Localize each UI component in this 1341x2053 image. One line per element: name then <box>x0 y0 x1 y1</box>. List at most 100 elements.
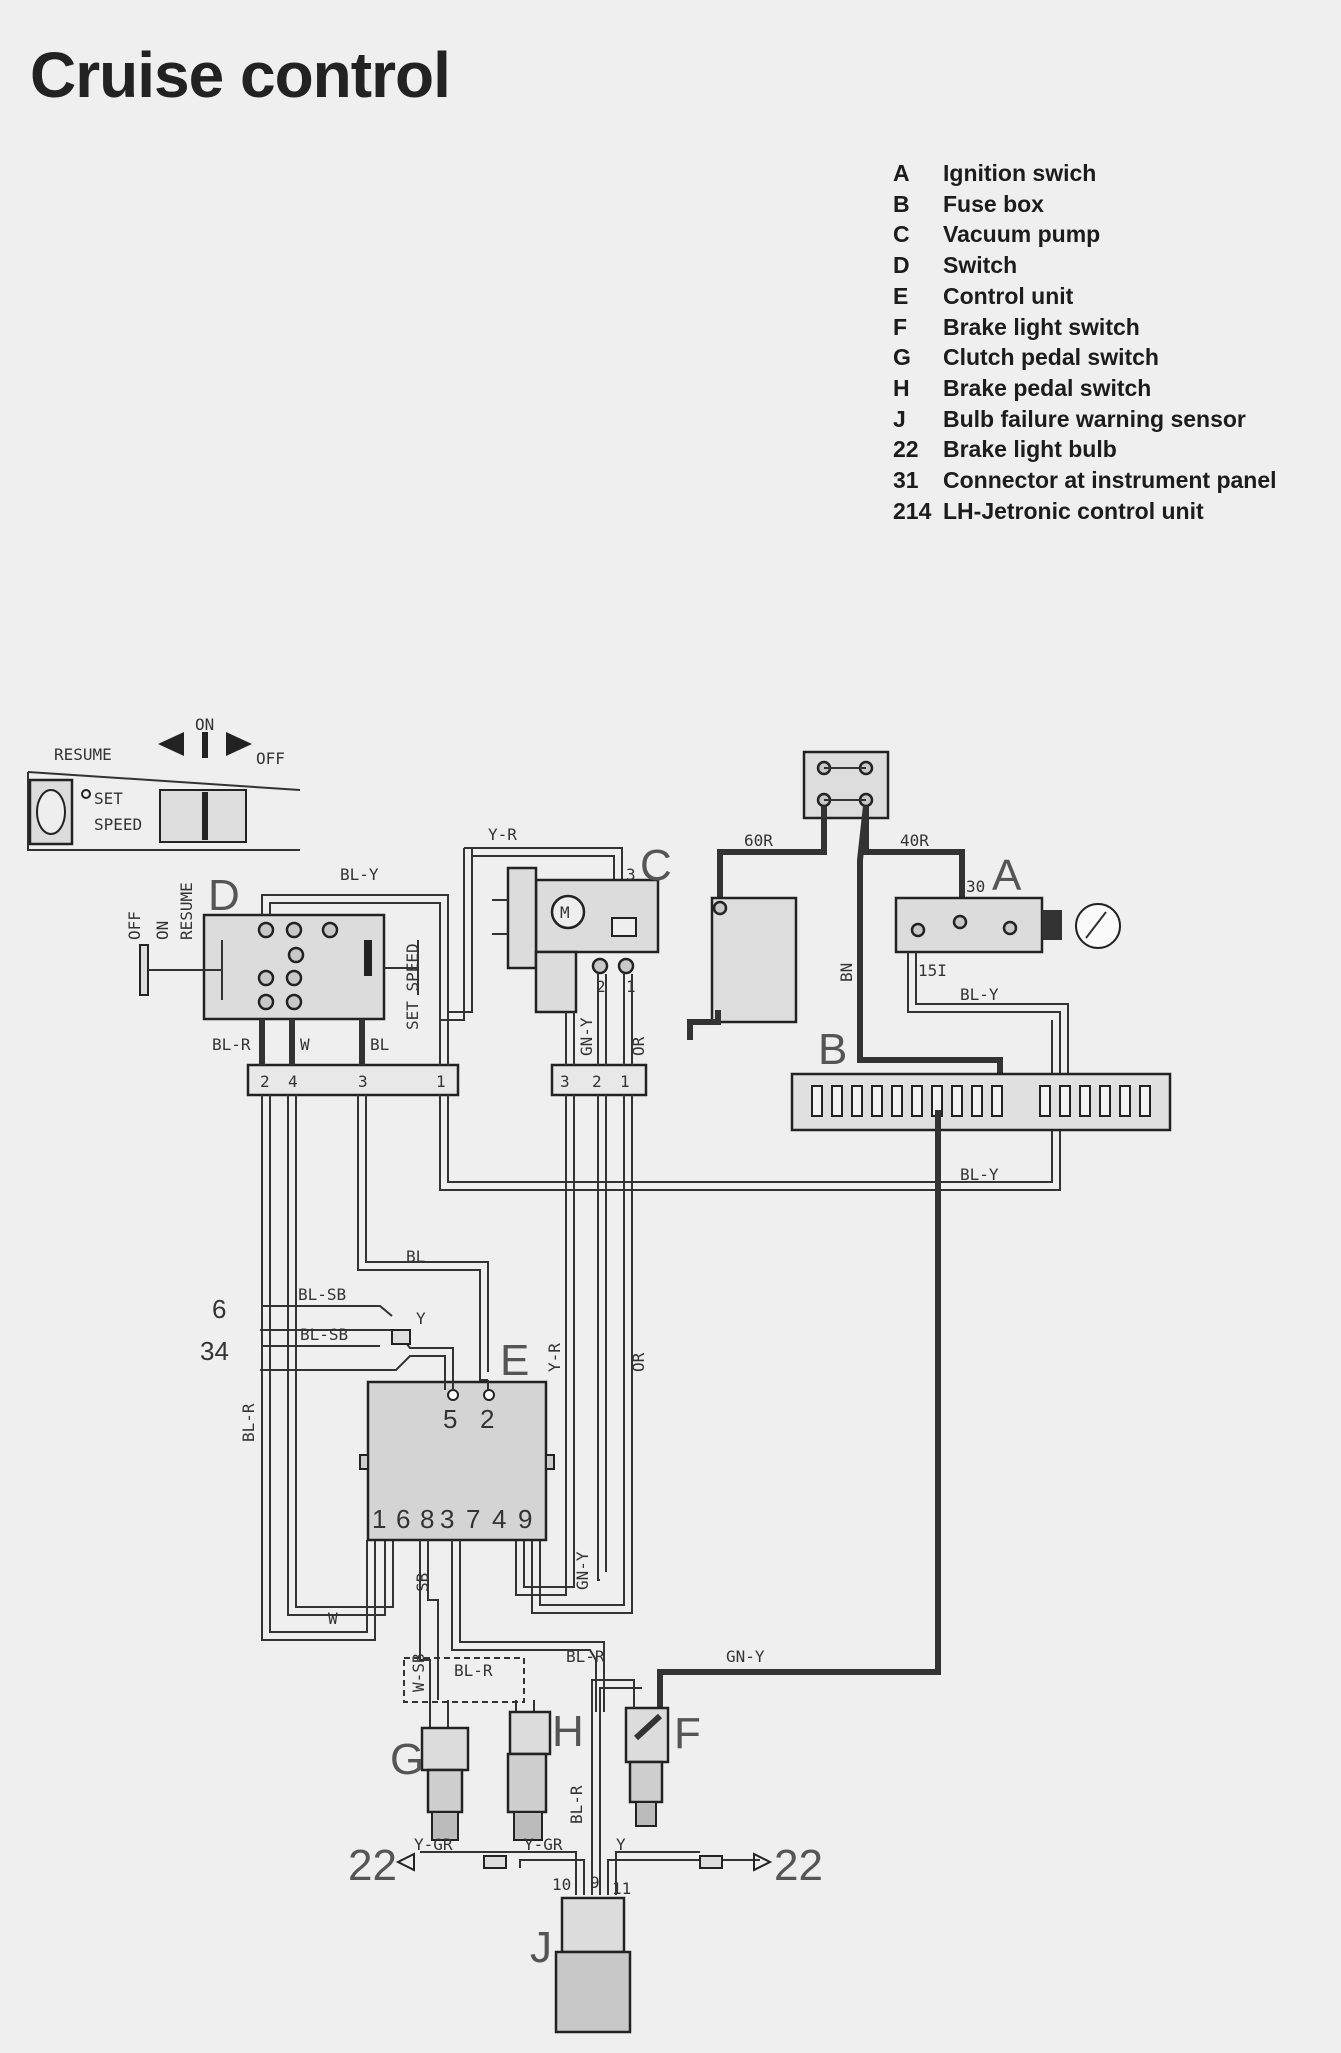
conn-c-pin: 3 <box>560 1072 570 1091</box>
switch-d-off-label: OFF <box>125 911 144 940</box>
wire-label: Y-R <box>545 1343 564 1372</box>
legend-text: Ignition swich <box>943 160 1097 186</box>
e-pin-bottom: 6 <box>396 1504 410 1534</box>
legend-text: Fuse box <box>943 190 1044 217</box>
c-term-2: 2 <box>596 977 606 996</box>
legend-text: Clutch pedal switch <box>943 344 1159 371</box>
panel-set-label: SET <box>94 789 123 808</box>
knob-icon <box>36 789 66 835</box>
label-f: F <box>674 1709 701 1758</box>
wire-label: 60R <box>744 831 773 850</box>
fuse <box>911 1085 923 1117</box>
wire-label: W-SB <box>409 1653 428 1692</box>
fuse <box>951 1085 963 1117</box>
fuse <box>871 1085 883 1117</box>
wire-label: BL-R <box>454 1661 493 1680</box>
label-b: B <box>818 1025 847 1074</box>
right-arrow-icon <box>753 1852 773 1872</box>
key-icon <box>1075 903 1121 949</box>
wire-label: BL-R <box>567 1785 586 1824</box>
wire-or <box>531 1095 633 1614</box>
wire-label: BL <box>406 1247 425 1266</box>
wire-label: OR <box>629 1036 648 1056</box>
brake-light-switch-f: F <box>624 1700 701 1827</box>
wire-label: GN-Y <box>726 1647 765 1666</box>
e-pin-bottom: 1 <box>372 1504 386 1534</box>
page-title: Cruise control <box>30 39 451 111</box>
wire-bl-r-j <box>591 1679 642 1895</box>
wire-gn-y-fuse <box>657 1110 941 1700</box>
switch-d-on-label: ON <box>153 921 172 940</box>
e-pin-bottom: 7 <box>466 1504 480 1534</box>
wire-label: BL-R <box>212 1035 251 1054</box>
e-pin-bottom: 8 <box>420 1504 434 1534</box>
wire-label: Y-R <box>488 825 517 844</box>
right-arrow-icon <box>226 732 252 756</box>
legend-row: J Bulb failure warning sensor <box>893 404 1277 435</box>
wire-label: W <box>300 1035 310 1054</box>
label-d: D <box>208 871 240 920</box>
fuse <box>1099 1085 1111 1117</box>
ref-22-right: 22 <box>774 1841 823 1890</box>
legend-text: Switch <box>943 252 1018 279</box>
left-arrow-icon <box>158 732 184 756</box>
svg-text:M: M <box>560 903 570 922</box>
legend-row: 22 Brake light bulb <box>893 434 1277 465</box>
legend-text: Brake light bulb <box>943 436 1117 463</box>
motor-icon <box>550 894 586 930</box>
conn-c-pin: 1 <box>620 1072 630 1091</box>
ignition-switch-a: 30 15I A <box>717 750 1121 1088</box>
j-pin: 10 <box>552 1875 571 1894</box>
wire-label: BL-Y <box>960 1165 999 1184</box>
wire-e-inputs <box>260 1305 489 1390</box>
wire-label: GN-Y <box>577 1017 596 1056</box>
fuse <box>811 1085 823 1117</box>
legend-text: Bulb failure warning sensor <box>943 405 1246 432</box>
wire-label: BL-SB <box>300 1325 348 1344</box>
e-pin-top: 5 <box>443 1404 457 1434</box>
wire-label: OR <box>629 1352 648 1372</box>
legend-text: LH-Jetronic control unit <box>943 497 1204 524</box>
battery <box>687 896 798 1040</box>
wire-label: BL-SB <box>298 1285 346 1304</box>
legend-text: Brake pedal switch <box>943 374 1152 401</box>
wire-label: Y-GR <box>414 1835 453 1854</box>
switch-d-setspeed-label: SET SPEED <box>403 943 422 1030</box>
ref-22-left: 22 <box>348 1841 397 1890</box>
legend-code: 22 <box>893 436 919 463</box>
ref-6: 6 <box>212 1294 226 1324</box>
wire-label: SB <box>413 1573 432 1592</box>
fuse <box>1119 1085 1131 1117</box>
dashed-connector <box>403 1657 525 1703</box>
conn-c-pin: 2 <box>592 1072 602 1091</box>
c-term-1: 1 <box>626 977 636 996</box>
wire-label: BL-R <box>566 1647 605 1666</box>
fuse <box>991 1085 1003 1117</box>
wire-label: BL-Y <box>340 865 379 884</box>
fuse <box>971 1085 983 1117</box>
label-a: A <box>992 851 1022 900</box>
switch-d: OFF ON RESUME SET SPEED D <box>125 871 422 1030</box>
legend-code: J <box>893 405 906 432</box>
e-pin-bottom: 3 <box>440 1504 454 1534</box>
legend-code: F <box>893 313 908 340</box>
wire-label: BN <box>837 963 856 982</box>
legend-code: H <box>893 374 910 401</box>
fuse <box>1139 1085 1151 1117</box>
legend-code: D <box>893 252 910 279</box>
e-pin-bottom: 4 <box>492 1504 506 1534</box>
label-j: J <box>530 1923 552 1972</box>
legend-code: B <box>893 190 910 217</box>
left-arrow-icon <box>395 1852 415 1872</box>
bulb-failure-sensor-j: 10 9 11 J <box>395 1851 773 2034</box>
legend-row: D Switch <box>893 250 1277 281</box>
legend-text: Control unit <box>943 282 1074 309</box>
e-pin-top: 2 <box>480 1404 494 1434</box>
legend-code: C <box>893 221 910 248</box>
label-e: E <box>500 1336 529 1385</box>
